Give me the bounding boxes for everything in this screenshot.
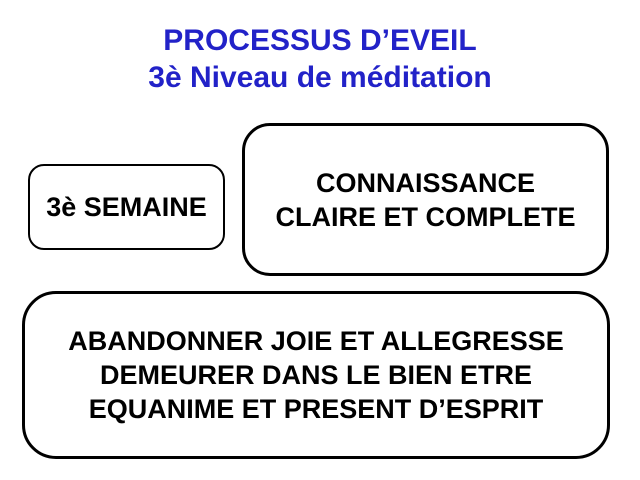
title-line-2: 3è Niveau de méditation bbox=[148, 61, 492, 94]
week-box: 3è SEMAINE bbox=[28, 164, 225, 250]
practice-box: ABANDONNER JOIE ET ALLEGRESSE DEMEURER D… bbox=[22, 291, 610, 459]
knowledge-box: CONNAISSANCE CLAIRE ET COMPLETE bbox=[242, 123, 609, 276]
knowledge-box-line-2: CLAIRE ET COMPLETE bbox=[275, 201, 576, 232]
practice-box-line-2: DEMEURER DANS LE BIEN ETRE bbox=[99, 360, 533, 390]
practice-box-line-1: ABANDONNER JOIE ET ALLEGRESSE bbox=[68, 326, 564, 356]
practice-box-text: ABANDONNER JOIE ET ALLEGRESSE DEMEURER D… bbox=[68, 324, 564, 426]
title-line-1: PROCESSUS D’EVEIL bbox=[163, 24, 477, 57]
knowledge-box-text: CONNAISSANCE CLAIRE ET COMPLETE bbox=[275, 166, 575, 234]
practice-box-line-3: EQUANIME ET PRESENT D’ESPRIT bbox=[88, 394, 544, 424]
slide-title: PROCESSUS D’EVEIL 3è Niveau de méditatio… bbox=[0, 22, 640, 96]
knowledge-box-line-1: CONNAISSANCE bbox=[315, 167, 535, 198]
week-box-label: 3è SEMAINE bbox=[46, 192, 207, 222]
